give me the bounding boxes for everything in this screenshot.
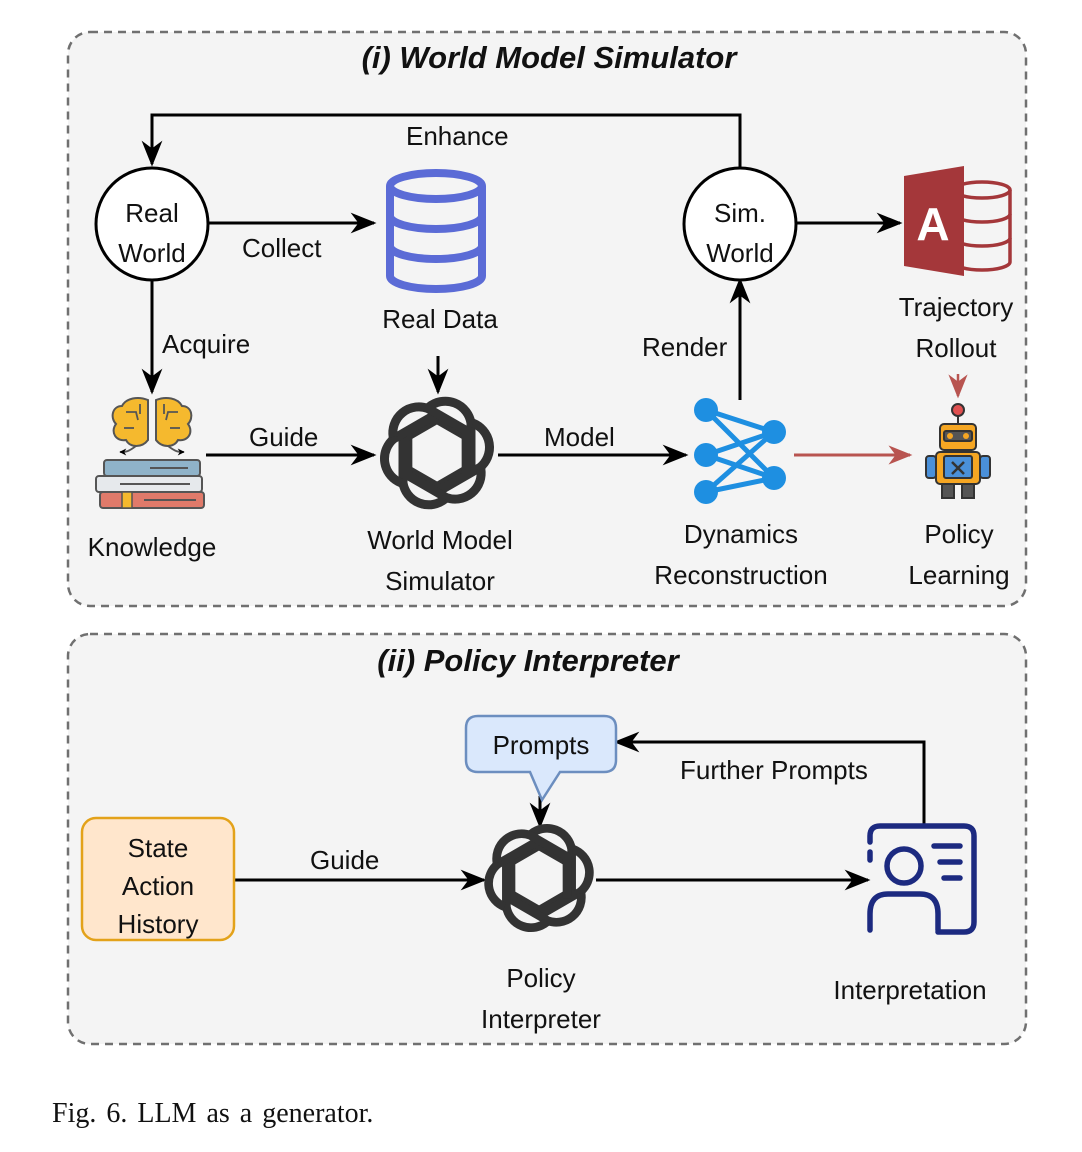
figure-caption: Fig. 6. LLM as a generator.: [52, 1098, 374, 1129]
edge-label-further-prompts: Further Prompts: [680, 755, 868, 785]
panel2-title: (ii) Policy Interpreter: [377, 643, 679, 678]
neural-network-icon: [694, 398, 786, 504]
robot-icon: [925, 403, 991, 499]
panel-policy-interpreter: [66, 632, 1028, 1046]
svg-text:A: A: [916, 198, 949, 250]
database-icon: [386, 169, 486, 293]
edge-label-guide: Guide: [249, 422, 319, 452]
edge-enhance: [141, 113, 742, 168]
edge-further-prompts: [613, 731, 926, 826]
real-data-label: Real Data: [382, 304, 498, 334]
edge-label-model: Model: [544, 422, 615, 452]
panel-world-model-simulator: [66, 30, 1028, 608]
sim-world-label: Sim.World: [706, 198, 774, 268]
id-card-person-icon: [867, 823, 977, 935]
brain-books-icon: [95, 397, 205, 509]
access-database-icon: A: [904, 166, 1012, 276]
state-action-history-box: [80, 816, 236, 942]
knowledge-label: Knowledge: [87, 532, 217, 562]
edge-label-guide-history: Guide: [310, 845, 380, 875]
interpretation-label: Interpretation: [833, 975, 987, 1005]
edge-label-enhance: Enhance: [406, 121, 509, 151]
real-world-node: [94, 166, 210, 282]
sim-world-node: [682, 166, 798, 282]
edge-label-acquire: Acquire: [162, 329, 251, 359]
edge-label-render: Render: [642, 332, 728, 362]
panel1-title: (i) World Model Simulator: [361, 40, 737, 75]
edge-label-collect: Collect: [242, 233, 322, 263]
prompts-bubble: [464, 714, 618, 803]
prompts-label: Prompts: [492, 730, 590, 760]
